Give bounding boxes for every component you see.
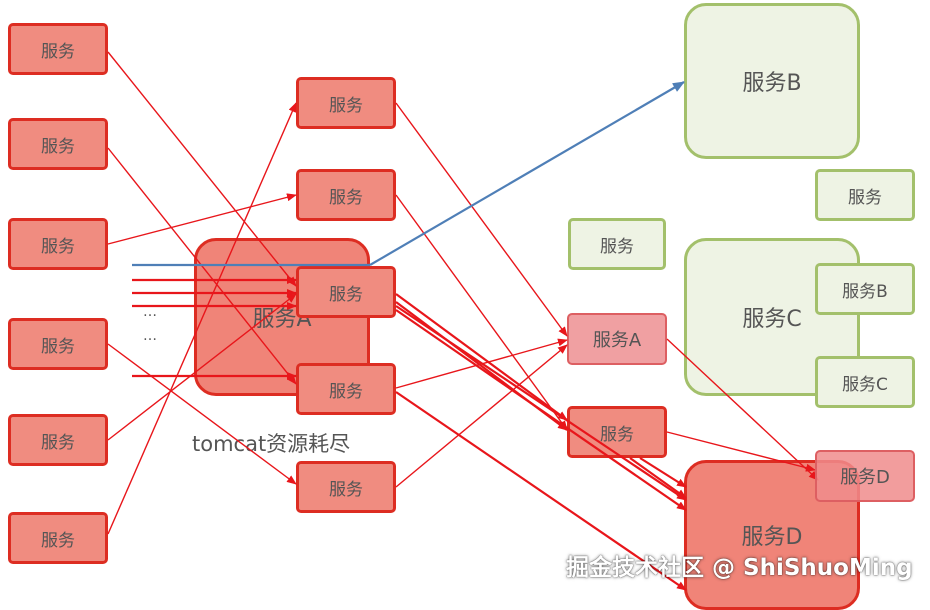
tomcat-exhausted-label: tomcat资源耗尽: [192, 432, 351, 456]
client-service-node-2: 服务: [8, 118, 108, 170]
arrow-m3-right-2: [395, 301, 568, 431]
service-a-pink-node: 服务A: [567, 313, 667, 365]
right-service-label: 服务: [600, 424, 634, 445]
mid-service-node-4: 服务: [296, 363, 396, 415]
service-b-small-label: 服务B: [842, 281, 888, 302]
service-d-small-label: 服务D: [840, 467, 890, 488]
green-service-node-1: 服务: [568, 218, 666, 270]
service-a-pink-label: 服务A: [592, 330, 642, 351]
watermark: 掘金技术社区 @ ShiShuoMing: [566, 555, 913, 581]
client-service-label-3: 服务: [41, 236, 75, 257]
green-service-label-1: 服务: [600, 236, 634, 257]
mid-service-node-3: 服务: [296, 266, 396, 318]
service-b-big-label: 服务B: [742, 71, 802, 96]
service-d-big-label: 服务D: [741, 525, 803, 550]
arrow-c3-m2: [107, 193, 297, 245]
client-service-node-3: 服务: [8, 218, 108, 270]
client-service-node-4: 服务: [8, 318, 108, 370]
diagram-canvas: 服务A 服务B 服务C 服务D 服务 服务 服务 服务 服务 服务 服务 服务 …: [8, 3, 915, 610]
client-service-label-4: 服务: [41, 336, 75, 357]
mid-service-label-3: 服务: [329, 284, 363, 305]
green-service-label-2: 服务: [848, 187, 882, 208]
right-service-node: 服务: [567, 406, 667, 458]
client-service-label-5: 服务: [41, 432, 75, 453]
mid-service-label-1: 服务: [329, 95, 363, 116]
client-service-label-1: 服务: [41, 41, 75, 62]
mid-service-label-5: 服务: [329, 479, 363, 500]
client-service-node-5: 服务: [8, 414, 108, 466]
arrow-m3-right-1: [395, 293, 568, 421]
mid-service-node-1: 服务: [296, 77, 396, 129]
client-service-label-2: 服务: [41, 136, 75, 157]
arrow-right-svcd-2: [639, 457, 687, 488]
client-service-node-1: 服务: [8, 23, 108, 75]
service-c-small-label: 服务C: [842, 374, 888, 395]
green-service-node-2: 服务: [815, 169, 915, 221]
arrow-right-svcd-1: [629, 457, 687, 499]
service-c-small-node: 服务C: [815, 356, 915, 408]
mid-service-node-2: 服务: [296, 169, 396, 221]
ellipsis-label-1: …: [143, 304, 157, 320]
mid-service-node-5: 服务: [296, 461, 396, 513]
service-b-small-node: 服务B: [815, 263, 915, 315]
mid-service-label-2: 服务: [329, 187, 363, 208]
service-b-big-node: 服务B: [684, 3, 860, 159]
arrow-m1-svca: [395, 102, 568, 337]
service-c-big-label: 服务C: [742, 307, 802, 332]
arrow-m2-right: [395, 194, 568, 431]
ellipsis-label-2: …: [143, 328, 157, 344]
client-service-label-6: 服务: [41, 530, 75, 551]
arrow-m4-svca: [395, 338, 568, 389]
arrow-m5-svca: [395, 344, 568, 488]
mid-service-label-4: 服务: [329, 381, 363, 402]
service-d-small-node: 服务D: [815, 450, 915, 502]
client-service-node-6: 服务: [8, 512, 108, 564]
